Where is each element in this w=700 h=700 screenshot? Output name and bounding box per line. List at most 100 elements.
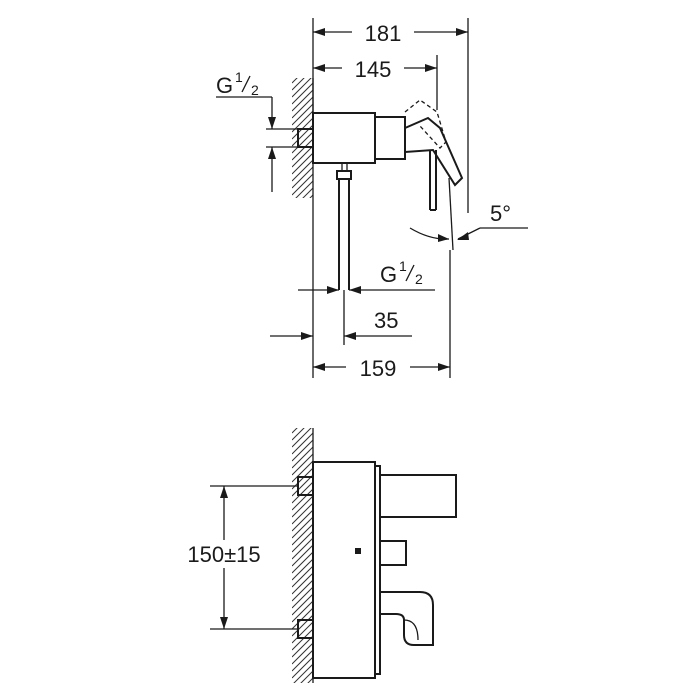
hatch-line-top-23 xyxy=(292,209,313,230)
thread-lower-num: 1 xyxy=(399,258,407,274)
hatch-line-bottom-23 xyxy=(292,558,313,581)
hatch-line-bottom-4 xyxy=(292,428,312,448)
hatch-line-bottom-13 xyxy=(292,488,313,511)
arrow-159-left xyxy=(313,363,325,371)
thread-upper-slash xyxy=(241,75,251,93)
hatch-line-bottom-27 xyxy=(292,586,313,609)
front-body-seam xyxy=(374,465,381,675)
arrow-thread-lower-left xyxy=(327,286,339,294)
hatch-line-bottom-26 xyxy=(292,579,313,602)
hatch-line-top-25 xyxy=(292,223,313,244)
top-view: 181 145 G 1 2 5° G 1 xyxy=(216,18,528,381)
arrow-35-left xyxy=(301,332,313,340)
angle-arrow-left xyxy=(438,234,449,242)
hatch-line-bottom-40 xyxy=(307,677,313,683)
dim-label-159: 159 xyxy=(360,356,397,381)
hatch-line-top-5 xyxy=(292,82,313,105)
hatch-line-bottom-36 xyxy=(292,649,313,672)
hatch-line-top-16 xyxy=(292,159,313,182)
hatch-line-bottom-1 xyxy=(292,405,313,426)
hatch-line-top-14 xyxy=(292,145,313,168)
thread-upper-num: 1 xyxy=(235,69,243,85)
spout xyxy=(379,474,457,518)
angle-ref-line xyxy=(448,177,454,251)
mixer-body-right xyxy=(374,116,406,160)
hatch-line-top-2 xyxy=(292,78,298,84)
thread-label-upper: G 1 2 xyxy=(216,69,259,98)
lever-handle xyxy=(404,116,464,187)
front-view: 150±15 xyxy=(172,405,457,700)
hatch-line-top-12 xyxy=(292,131,313,154)
hatch-line-bottom-32 xyxy=(292,621,313,644)
hatch-line-bottom-25 xyxy=(292,572,313,595)
dim-label-35: 35 xyxy=(374,308,398,333)
arrow-thread-upper-top xyxy=(268,117,276,129)
hatch-line-bottom-5 xyxy=(292,432,313,455)
hatch-line-top-20 xyxy=(302,187,313,198)
hatch-line-top-7 xyxy=(292,96,313,119)
hatch-line-top-0 xyxy=(292,48,313,69)
hatch-line-bottom-22 xyxy=(292,551,313,574)
hatch-line-top-8 xyxy=(292,103,313,126)
hatch-line-bottom-15 xyxy=(292,502,313,525)
hatch-line-bottom-34 xyxy=(292,635,313,658)
mixer-body xyxy=(312,112,376,164)
hatch-line-top-6 xyxy=(292,89,313,112)
arrow-150-top xyxy=(220,486,228,498)
hatch-line-top-1 xyxy=(292,55,313,76)
label-bg-150 xyxy=(172,540,276,568)
hatch-line-top-24 xyxy=(292,216,313,237)
label-bg-159 xyxy=(346,354,410,380)
hatch-line-bottom-19 xyxy=(292,530,313,553)
hatch-line-bottom-42 xyxy=(292,692,313,700)
hatch-line-bottom-12 xyxy=(292,481,313,504)
angle-label: 5° xyxy=(490,201,511,226)
hatch-line-bottom-14 xyxy=(292,495,313,518)
hatch-line-top-22 xyxy=(292,202,313,223)
hatch-line-bottom-24 xyxy=(292,565,313,588)
hatch-line-bottom-35 xyxy=(292,642,313,665)
arrow-thread-lower-right xyxy=(349,286,361,294)
thread-lower-den: 2 xyxy=(415,271,423,287)
hatch-line-bottom-17 xyxy=(292,516,313,539)
hatch-line-bottom-8 xyxy=(292,453,313,476)
hatch-line-top-18 xyxy=(292,173,313,196)
diverter-knob xyxy=(379,540,407,566)
hatch-line-bottom-3 xyxy=(292,428,305,441)
hatch-line-bottom-41 xyxy=(292,685,313,700)
hatch-line-top-19 xyxy=(295,180,313,198)
front-lever-detail xyxy=(403,619,419,641)
arrow-150-bottom xyxy=(220,617,228,629)
indicator-dot xyxy=(355,548,361,554)
arrow-145-right xyxy=(425,64,437,72)
hatch-line-bottom-20 xyxy=(292,537,313,560)
hatch-line-top-3 xyxy=(292,78,305,91)
outlet-nut xyxy=(336,170,352,180)
label-bg-145 xyxy=(342,54,404,80)
wall-connector-upper xyxy=(297,476,314,496)
front-body-left xyxy=(312,461,376,679)
wall-hatch-top xyxy=(292,48,313,244)
hatch-line-top-17 xyxy=(292,166,313,189)
arrow-35-right xyxy=(344,332,356,340)
hatch-line-bottom-9 xyxy=(292,460,313,483)
thread-label-lower: G 1 2 xyxy=(380,258,423,287)
hatch-line-bottom-29 xyxy=(292,600,313,623)
wall-connector-top xyxy=(297,128,314,148)
arrow-181-right xyxy=(456,28,468,36)
angle-arrow-right xyxy=(457,232,469,240)
hatch-line-bottom-7 xyxy=(292,446,313,469)
thread-upper-den: 2 xyxy=(251,82,259,98)
dim-label-181: 181 xyxy=(365,21,402,46)
wall-hatch-bottom xyxy=(292,405,313,700)
hatch-line-bottom-18 xyxy=(292,523,313,546)
hatch-line-bottom-30 xyxy=(292,607,313,630)
thread-lower-slash xyxy=(405,264,415,282)
hatch-line-top-21 xyxy=(309,194,313,198)
dim-label-145: 145 xyxy=(355,57,392,82)
hatch-line-bottom-31 xyxy=(292,614,313,637)
lever-alt-position xyxy=(404,99,447,149)
dim-label-150: 150±15 xyxy=(187,542,260,567)
hatch-line-bottom-33 xyxy=(292,628,313,651)
